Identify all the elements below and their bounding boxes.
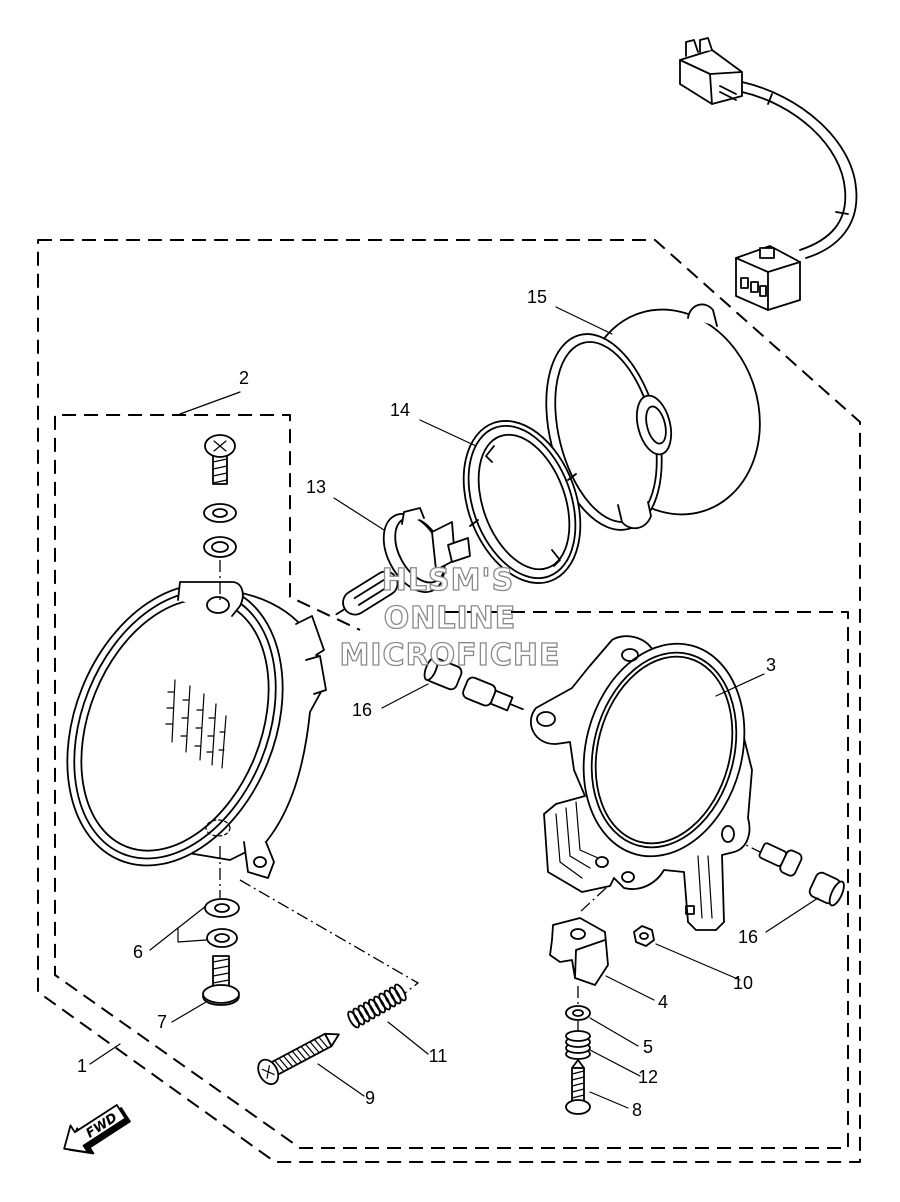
position-bulb-cap-left [423, 656, 463, 691]
assembly-boundary-part-2 [54, 414, 849, 1149]
callout-9: 9 [365, 1088, 375, 1108]
lower-washer-2 [206, 928, 238, 948]
callout-6: 6 [133, 942, 143, 962]
lower-screw [202, 955, 240, 1006]
headlight-ring [462, 420, 582, 584]
callout-16-left: 16 [352, 700, 372, 720]
callout-8: 8 [632, 1100, 642, 1120]
nut [633, 925, 655, 947]
upper-washer-1 [203, 503, 237, 523]
position-bulb-right [758, 842, 803, 877]
callout-leaders [89, 306, 819, 1109]
center-line [239, 879, 419, 994]
adjusting-spring [347, 983, 407, 1029]
upper-screw [204, 434, 236, 485]
bracket-clip [549, 917, 609, 986]
watermark-line-3: MICROFICHE [340, 638, 561, 673]
screw [565, 1059, 591, 1115]
headlight-bulb [335, 507, 471, 616]
callout-labels: 1 2 3 4 5 6 7 8 9 10 11 12 13 14 15 16 1… [77, 287, 776, 1120]
headlight-lens-unit [66, 581, 327, 879]
callout-10: 10 [733, 973, 753, 993]
watermark: HLSM'S ONLINE MICROFICHE [339, 562, 561, 673]
spring [565, 1030, 591, 1060]
assembly-boundary-part-1 [37, 239, 861, 1163]
adjusting-screw [257, 1032, 340, 1086]
callout-11: 11 [429, 1046, 448, 1066]
callout-14: 14 [390, 400, 410, 420]
watermark-line-2: ONLINE [384, 601, 517, 636]
callout-1: 1 [77, 1056, 87, 1076]
watermark-line-1: HLSM'S [382, 563, 514, 598]
callout-12: 12 [638, 1067, 658, 1087]
callout-13: 13 [306, 477, 326, 497]
callout-4: 4 [658, 992, 668, 1012]
upper-washer-2 [203, 536, 237, 558]
callout-16-right: 16 [738, 927, 758, 947]
callout-5: 5 [643, 1037, 653, 1057]
washer [565, 1005, 591, 1021]
headlight-bracket [530, 635, 753, 931]
callout-3: 3 [766, 655, 776, 675]
callout-7: 7 [157, 1012, 167, 1032]
position-bulb-left [462, 676, 524, 712]
lower-washer-1 [204, 898, 240, 918]
wire-harness [679, 37, 858, 311]
callout-2: 2 [239, 368, 249, 388]
center-line [579, 887, 607, 913]
callout-15: 15 [527, 287, 547, 307]
position-bulb-cap-right [808, 871, 845, 907]
